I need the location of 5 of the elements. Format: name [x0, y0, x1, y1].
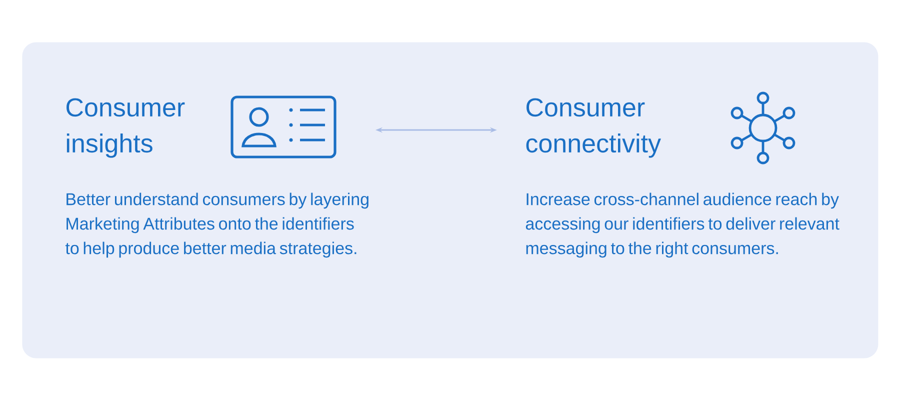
description-text: Increase cross-channel audience reach by accessing our identifiers to deliver relevant messaging to the right consumers.	[526, 192, 840, 258]
column-heading: Consumer connectivity	[526, 98, 661, 158]
card-background	[22, 42, 878, 358]
description-text: Better understand consumers by layering Marketing Attributes onto the identifiers to help produce better media strategies.	[65, 192, 368, 258]
column-heading: Consumer insights	[66, 98, 185, 158]
